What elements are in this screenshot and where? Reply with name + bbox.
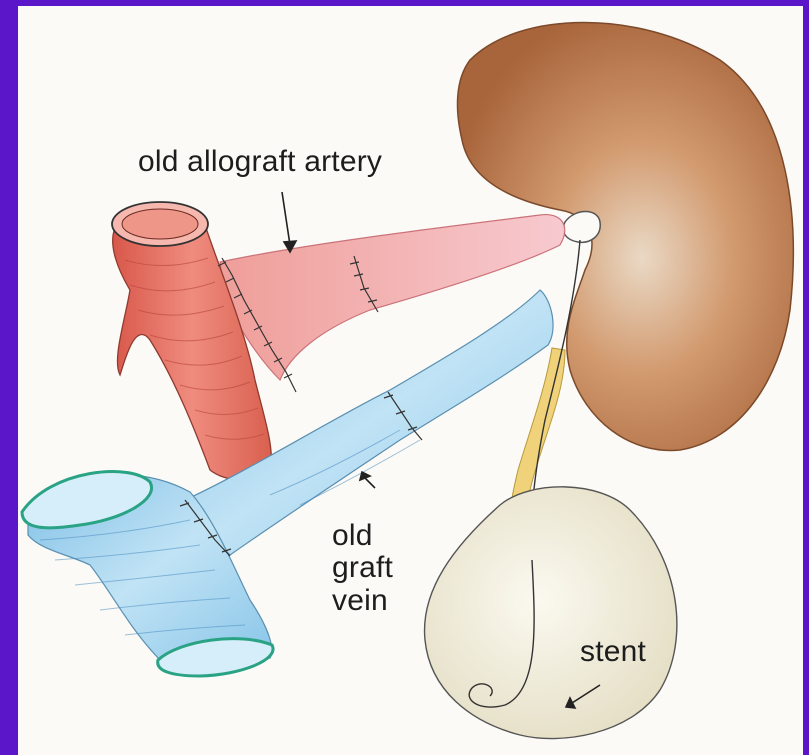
recipient-artery: [113, 208, 272, 480]
stent-label: stent: [580, 636, 646, 668]
vein-label-line-1: old: [332, 520, 393, 552]
renal-pelvis: [563, 212, 600, 243]
vein-label-line-3: vein: [332, 585, 393, 617]
old-allograft-artery-label: old allograft artery: [138, 146, 382, 178]
artery-label-text: old allograft artery: [138, 146, 382, 178]
bladder: [425, 487, 677, 739]
vein-label-line-2: graft: [332, 552, 393, 584]
stent-label-text: stent: [580, 636, 646, 668]
old-graft-vein-label: old graft vein: [332, 520, 393, 617]
